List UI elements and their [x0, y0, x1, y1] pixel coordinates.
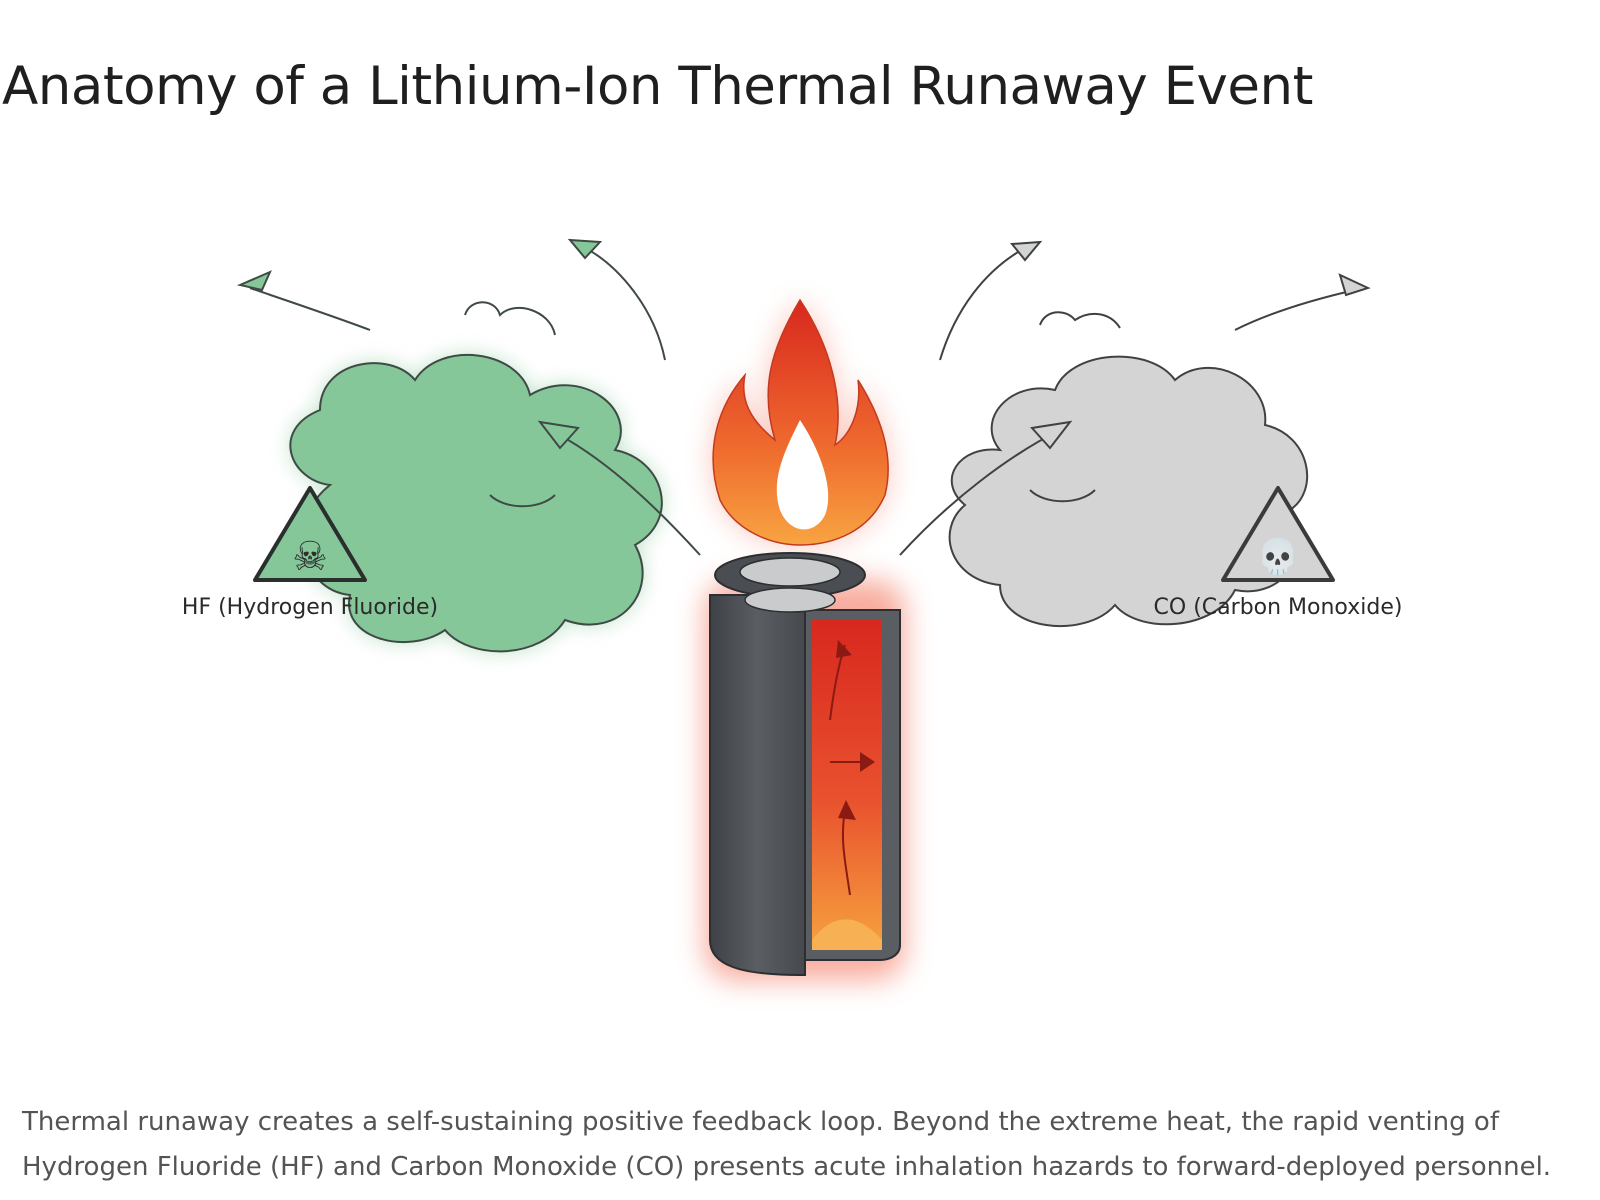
co-arrowhead-2	[1338, 273, 1371, 297]
battery-hot-core	[812, 620, 882, 950]
skull-crossbones-icon: ☠	[292, 534, 328, 580]
battery-terminal	[739, 557, 841, 587]
co-vent-arrows	[899, 240, 1371, 556]
hf-cloud-detail-2	[489, 494, 556, 508]
co-cloud-detail-2	[1029, 489, 1096, 503]
battery-cell	[709, 552, 901, 976]
hf-arrowhead-3	[537, 420, 580, 450]
co-cloud	[948, 355, 1309, 627]
hf-vent-arrows	[236, 238, 701, 556]
co-arrowhead-3	[1030, 420, 1073, 450]
figure-caption: Thermal runaway creates a self-sustainin…	[22, 1107, 1552, 1182]
hf-label: HF (Hydrogen Fluoride)	[182, 595, 438, 620]
co-label: CO (Carbon Monoxide)	[1154, 595, 1403, 620]
battery-shell	[709, 594, 806, 976]
battery-core-base	[812, 919, 882, 950]
page-title: Anatomy of a Lithium-Ion Thermal Runaway…	[2, 56, 1313, 117]
warning-triangle-icon	[1221, 486, 1335, 582]
flame	[712, 298, 889, 546]
co-arrow-inner	[899, 429, 1061, 556]
co-arrow-outer-top	[939, 247, 1026, 361]
hf-arrow-outer-top	[579, 244, 666, 361]
skull-icon: 💀	[1257, 537, 1299, 577]
flame-core	[776, 420, 829, 530]
warning-triangle-icon	[253, 486, 367, 582]
hf-arrowhead-1	[236, 270, 272, 292]
co-arrow-outer-right	[1234, 289, 1356, 331]
hf-cloud-detail	[464, 301, 556, 336]
heat-arrow-up-2	[841, 809, 851, 896]
heat-arrowhead-right	[860, 752, 875, 772]
thermal-runaway-diagram: ☠ 💀 HF (Hydrogen Fluoride) CO (Carbon Mo…	[182, 238, 1403, 980]
hf-hazard-sign: ☠	[253, 486, 367, 582]
hf-arrowhead-2	[567, 238, 603, 260]
heat-arrowhead-up-1	[836, 640, 852, 658]
battery-inner-terminal	[744, 587, 836, 613]
hf-arrow-outer-left	[249, 287, 371, 331]
co-hazard-sign: 💀	[1221, 486, 1335, 582]
co-arrowhead-1	[1010, 240, 1043, 262]
heat-arrowhead-up-2	[838, 800, 856, 820]
co-cloud-detail	[1039, 311, 1121, 329]
